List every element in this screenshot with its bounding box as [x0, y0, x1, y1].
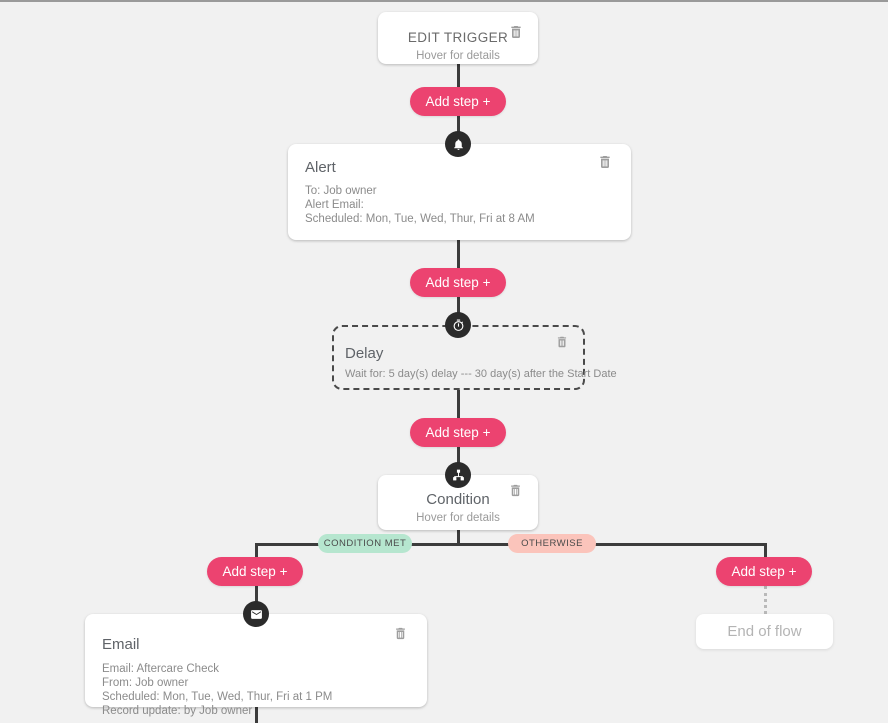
condition-card-title: Condition	[426, 491, 490, 508]
connector-delay-to-add3	[457, 390, 460, 435]
end-of-flow-node: End of flow	[696, 614, 833, 649]
add-step-button-after-trigger[interactable]: Add step +	[410, 87, 506, 116]
add-step-button-branch-left[interactable]: Add step +	[207, 557, 303, 586]
sitemap-icon	[445, 462, 471, 488]
email-card-line: From: Job owner	[102, 677, 189, 689]
connector-add3-to-condition	[457, 433, 460, 478]
edit-trigger-subtitle: Hover for details	[416, 50, 500, 62]
branch-label-condition-met: CONDITION MET	[318, 534, 412, 553]
connector-condition-to-bus	[457, 530, 460, 545]
delay-card-title: Delay	[345, 345, 384, 362]
alert-card-line: Scheduled: Mon, Tue, Wed, Thur, Fri at 8…	[305, 213, 535, 225]
connector-email-downward	[255, 707, 258, 723]
connector-alert-to-add2	[457, 240, 460, 285]
delay-card-line: Wait for: 5 day(s) delay --- 30 day(s) a…	[345, 368, 617, 380]
branch-label-otherwise: OTHERWISE	[508, 534, 596, 553]
connector-trigger-to-add1	[457, 62, 460, 102]
email-card-line: Email: Aftercare Check	[102, 663, 219, 675]
trash-icon[interactable]	[508, 24, 526, 42]
alert-card-title: Alert	[305, 159, 336, 176]
bell-icon	[445, 131, 471, 157]
connector-addright-to-endflow	[764, 586, 767, 614]
stopwatch-icon	[445, 312, 471, 338]
trash-icon[interactable]	[555, 335, 573, 353]
add-step-button-branch-right[interactable]: Add step +	[716, 557, 812, 586]
trash-icon[interactable]	[597, 154, 615, 172]
edit-trigger-card[interactable]: EDIT TRIGGER Hover for details	[378, 12, 538, 64]
edit-trigger-title: EDIT TRIGGER	[407, 30, 509, 45]
condition-card-subtitle: Hover for details	[416, 512, 500, 524]
trash-icon[interactable]	[393, 626, 411, 644]
alert-card-line: To: Job owner	[305, 185, 377, 197]
connector-add2-to-delay	[457, 283, 460, 328]
alert-step-card[interactable]: Alert To: Job owner Alert Email: Schedul…	[288, 144, 631, 240]
add-step-button-after-alert[interactable]: Add step +	[410, 268, 506, 297]
trash-icon[interactable]	[508, 483, 526, 501]
email-step-card[interactable]: Email Email: Aftercare Check From: Job o…	[85, 614, 427, 717]
email-card-line: Scheduled: Mon, Tue, Wed, Thur, Fri at 1…	[102, 691, 333, 703]
end-of-flow-label: End of flow	[727, 623, 802, 640]
envelope-icon	[243, 601, 269, 627]
add-step-button-after-delay[interactable]: Add step +	[410, 418, 506, 447]
email-card-line: Record update: by Job owner	[102, 705, 253, 717]
email-card-title: Email	[102, 636, 140, 653]
alert-card-line: Alert Email:	[305, 199, 364, 211]
connector-add1-to-alert	[457, 102, 460, 147]
